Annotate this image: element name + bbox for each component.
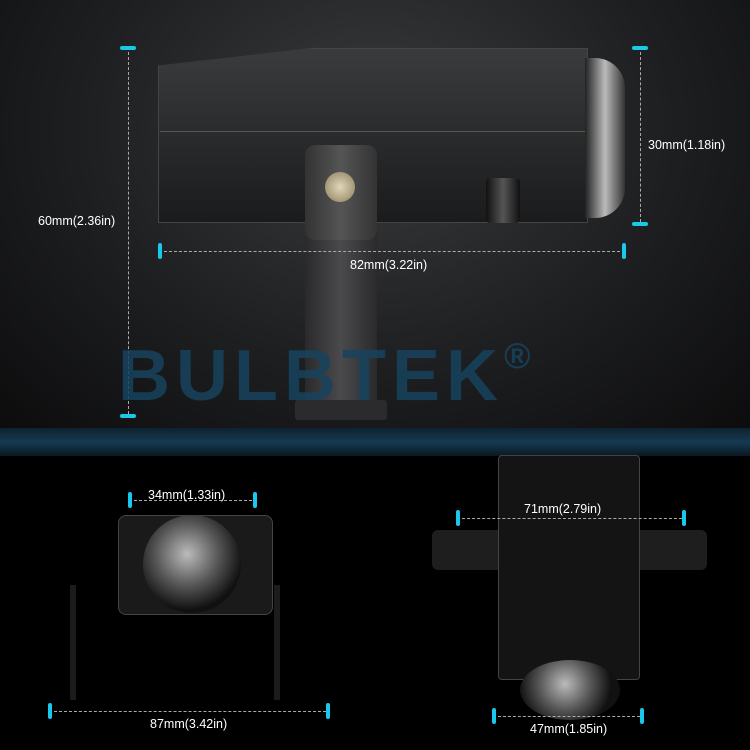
brand-logo: BULBTEK® — [118, 335, 537, 417]
lens-front-side — [585, 58, 625, 218]
dim-line-lens-height — [640, 52, 641, 222]
side-knob — [486, 178, 520, 223]
dim-bracket-width-front: 87mm(3.42in) — [150, 717, 228, 731]
adjust-bolt — [325, 172, 355, 202]
dim-tick — [456, 510, 460, 526]
front-bracket-arms — [70, 585, 280, 700]
dim-lens-width-bottom: 47mm(1.85in) — [530, 722, 608, 736]
dim-tick — [632, 222, 648, 226]
dim-tick — [492, 708, 496, 724]
dim-tick — [120, 46, 136, 50]
dim-bracket-width-top: 71mm(2.79in) — [524, 502, 602, 516]
dim-tick — [253, 492, 257, 508]
dim-lens-height: 30mm(1.18in) — [648, 138, 726, 152]
mount-foot — [295, 400, 387, 420]
dim-height-side: 60mm(2.36in) — [38, 214, 116, 228]
dim-line-lens-bottom — [498, 716, 640, 717]
dim-line-lens-front — [134, 500, 252, 501]
dim-length-side: 82mm(3.22in) — [350, 258, 428, 272]
housing-seam — [160, 131, 585, 132]
dim-tick — [48, 703, 52, 719]
dim-tick — [682, 510, 686, 526]
dim-tick — [158, 243, 162, 259]
dim-lens-width-front: 34mm(1.33in) — [148, 488, 226, 502]
logo-text: BULBTEK — [118, 336, 504, 416]
dim-tick — [622, 243, 626, 259]
dim-line-bracket-front — [54, 711, 326, 712]
dim-tick — [632, 46, 648, 50]
front-lens — [143, 515, 241, 613]
registered-mark: ® — [503, 335, 537, 376]
dim-tick — [120, 414, 136, 418]
dim-line-bracket-top — [462, 518, 682, 519]
top-housing — [498, 455, 640, 680]
dim-line-length — [164, 251, 620, 252]
bottom-lens — [520, 660, 620, 720]
dim-tick — [640, 708, 644, 724]
dim-tick — [326, 703, 330, 719]
dim-line-height — [128, 52, 129, 414]
dim-tick — [128, 492, 132, 508]
circuit-band — [0, 428, 750, 456]
